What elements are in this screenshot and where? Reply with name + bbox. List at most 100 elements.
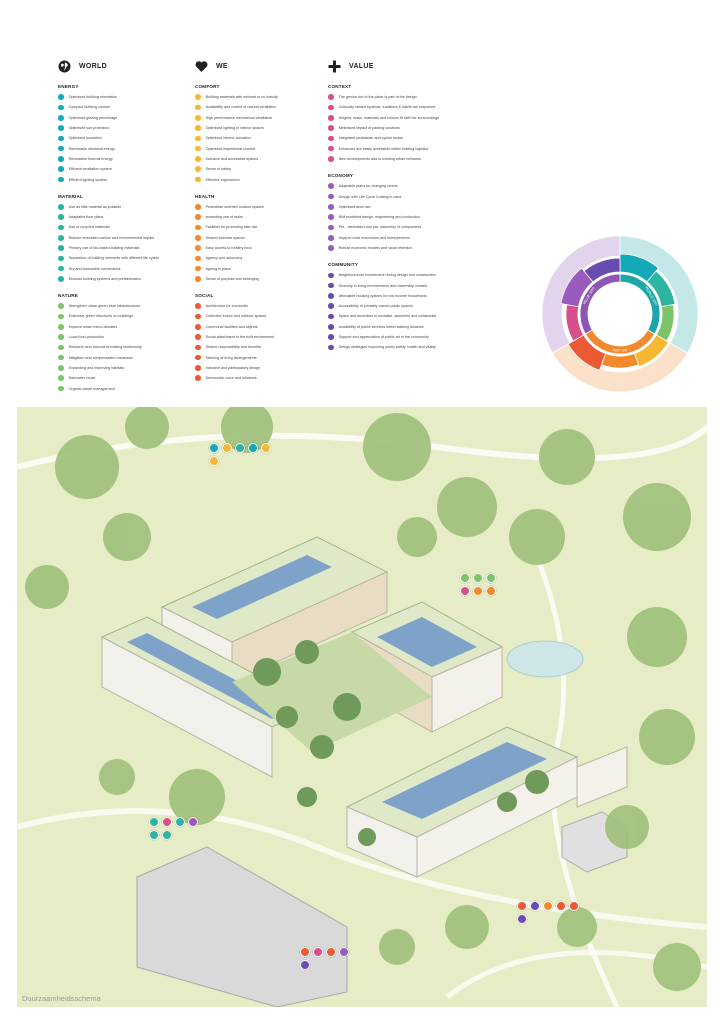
legend-item: Space and amenities to socialise, assemb… — [328, 311, 528, 321]
existing-building — [136, 846, 348, 1007]
category-title: HEALTH — [195, 193, 215, 199]
legend-item: Affordable housing options for low incom… — [328, 291, 528, 301]
criterion-icon — [328, 245, 334, 251]
legend-item-label: Efficient ventilation system — [68, 167, 112, 172]
legend-item-label: Heights, mass, materials and colours fit… — [338, 115, 440, 120]
health-icon — [473, 586, 483, 596]
legend-item: Renewable thermal energy — [58, 154, 190, 164]
category-title: CONTEXT — [328, 84, 352, 89]
legend-item-label: Building materials with minimal or no to… — [205, 95, 278, 100]
legend-item-label: Minimised impact of parking solutions — [338, 126, 400, 131]
criterion-icon — [328, 323, 334, 330]
legend-item: Expanding and improving habitats — [58, 363, 190, 373]
legend-item: Efficient lighting system — [58, 174, 190, 184]
criterion-icon — [328, 293, 334, 299]
criterion-icon — [195, 204, 201, 210]
criterion-icon — [195, 166, 201, 173]
social-icon — [300, 947, 310, 957]
legend-item: Optimised lighting of interior spaces — [195, 123, 327, 133]
legend-item-label: Agency and autonomy — [205, 256, 243, 261]
wheel-outer-value — [541, 235, 621, 354]
legend-item: Sense of purpose and belonging — [195, 274, 327, 284]
criterion-icon — [328, 125, 334, 131]
legend-item-label: Optimised area use — [338, 204, 371, 209]
criterion-icon — [58, 104, 64, 111]
legend-item: Design strategies improving public safet… — [328, 342, 528, 352]
economy-icon — [188, 817, 198, 827]
context-icon — [460, 586, 470, 596]
tree-canopy — [25, 407, 701, 991]
legend-item: Shared responsibility and benefits — [195, 342, 327, 352]
legend-item-label: Dry and accessible connections — [68, 266, 121, 271]
legend-item-label: Pre - fabrication and pre- assembly of c… — [338, 225, 422, 230]
criterion-icon — [58, 365, 64, 371]
criterion-icon — [195, 234, 201, 241]
legend-item: Strengthen urban green-blue infrastructu… — [58, 301, 190, 311]
legend-item-label: Optimised experiential comfort — [205, 146, 256, 151]
legend-item-label: Support local economies and entrepreneur… — [338, 235, 411, 240]
badge-group-roof — [209, 443, 273, 466]
legend-item-label: Strengthen urban green-blue infrastructu… — [68, 304, 141, 309]
site-plan-illustration — [17, 407, 707, 1007]
criterion-icon — [58, 255, 64, 262]
plus-icon — [328, 60, 341, 73]
criterion-icon — [195, 156, 201, 162]
legend-item: Use as little material as possible — [58, 202, 190, 212]
legend-item-label: Facilities for promoting bike use — [205, 225, 258, 230]
badge-group-east — [517, 901, 587, 924]
legend-item: Support local economies and entrepreneur… — [328, 233, 528, 243]
legend-item-label: Organic waste management — [68, 386, 115, 391]
site-plan-drawing — [17, 407, 707, 1007]
category-title: ENERGY — [58, 84, 79, 89]
legend-item: Use of recycled materials — [58, 222, 190, 232]
legend-item: Shared exercise spaces — [195, 233, 327, 243]
legend-item-label: Renewable electrical energy — [68, 146, 115, 151]
legend-item: Reduce embodied carbon and environmental… — [58, 233, 190, 243]
heart-icon — [195, 60, 208, 73]
legend-item: Agency and autonomy — [195, 253, 327, 263]
value-category-context: CONTEXT The genius loci of the place is p… — [328, 84, 528, 164]
legend-item-label: Optimised building orientation — [68, 95, 118, 100]
legend-item: Optimised area use — [328, 202, 528, 212]
legend-item-label: Reduce embodied carbon and environmental… — [68, 235, 155, 240]
legend-item: Adaptable plans for changing needs — [328, 181, 528, 191]
legend-item-label: Improve urban micro-climates — [68, 324, 118, 329]
legend-item-label: Effective ergonomics — [205, 177, 240, 182]
criterion-icon — [58, 114, 64, 121]
legend-item: Ageing in place — [195, 263, 327, 273]
legend-item-label: Support and appreciation of public art i… — [338, 335, 429, 340]
criterion-icon — [195, 375, 201, 382]
legend-item-label: Optimised glazing percentage — [68, 115, 118, 120]
criterion-icon — [195, 334, 201, 340]
globe-icon — [58, 60, 71, 73]
legend-item: Optimised sun protection — [58, 123, 190, 133]
legend-item: Optimised glazing percentage — [58, 113, 190, 123]
criterion-icon — [195, 245, 201, 251]
category-title: COMFORT — [195, 84, 220, 89]
legend-item-label: Diversity in living environments and own… — [338, 283, 428, 288]
legend-item: Easy access to healthy food — [195, 243, 327, 253]
social-icon — [326, 947, 336, 957]
we-title: WE — [216, 62, 228, 70]
legend-item-label: The genius loci of the place is part of … — [338, 95, 417, 100]
criterion-icon — [328, 204, 334, 210]
criterion-icon — [58, 354, 64, 361]
legend-item-label: Inclusive and participatory design — [205, 365, 261, 370]
energy-icon — [248, 443, 258, 453]
badge-group-south — [300, 947, 356, 970]
criterion-icon — [195, 255, 201, 262]
nature-icon — [486, 573, 496, 583]
legend-item-label: Mitigation and compensation measures — [68, 355, 133, 360]
legend-item: Support and appreciation of public art i… — [328, 332, 528, 342]
criterion-icon — [195, 313, 201, 320]
legend-item-label: High performance mechanical ventilation — [205, 115, 273, 120]
legend-item-label: Separation of building elements with dif… — [68, 256, 160, 261]
legend-item: Availability and control of natural vent… — [195, 102, 327, 112]
criterion-icon — [195, 114, 201, 121]
criterion-icon — [328, 193, 334, 200]
legend-item: Optimised insulation — [58, 133, 190, 143]
legend-item-label: Affordable housing options for low incom… — [338, 293, 427, 298]
